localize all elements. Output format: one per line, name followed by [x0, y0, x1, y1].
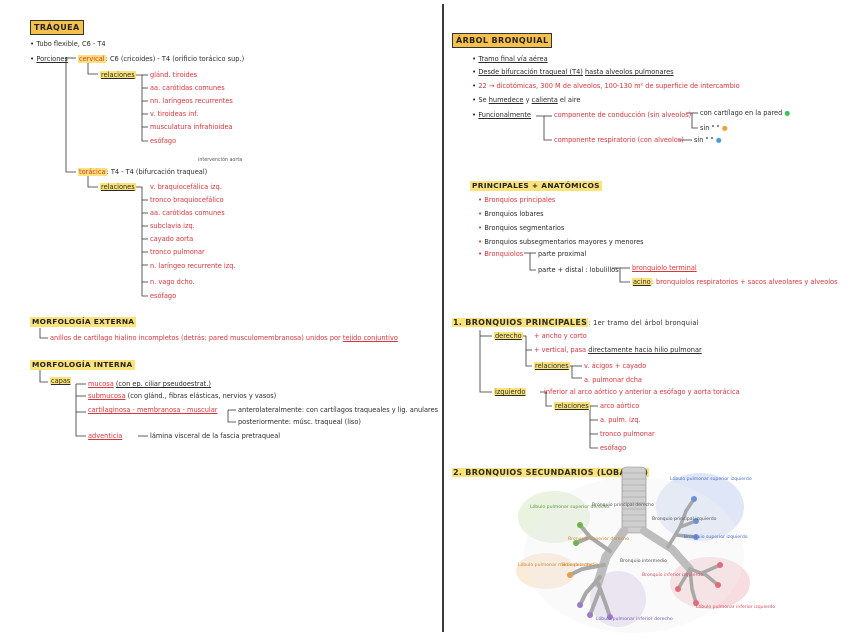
derecho-b: + vertical, pasa directamente hacia hili… — [534, 346, 702, 354]
bronchial-tree-figure: Lóbulo pulmonar superior izquierdo Lóbul… — [510, 465, 775, 635]
toracica-rel-item: tronco pulmonar — [150, 248, 205, 256]
mucosa-line: mucosa (con ep. ciliar pseudoestrat.) — [88, 380, 211, 388]
label-bp-izq: Bronquio principal izquierdo — [652, 517, 717, 522]
cervical-rel-item: nn. laríngeos recurrentes — [150, 97, 233, 105]
porciones-label: • Porciones — [30, 55, 68, 63]
trachea-bullet-flexible: • Tubo flexible, C6 - T4 — [30, 40, 106, 48]
toracica-line: torácica: T4 - T4 (bifurcación traqueal) — [78, 168, 208, 176]
arbol-bullet-3: • 22 → dicotómicas, 300 M de alveolos, 1… — [472, 82, 740, 90]
principales-anatomicos-title: PRINCIPALES + ANATÓMICOS — [470, 181, 602, 191]
bronquios-secundarios-title: 2. BRONQUIOS SECUNDARIOS (LOBARES) — [452, 468, 650, 477]
capas-label: capas — [50, 377, 72, 385]
submucosa-line: submucosa (con glánd., fibras elásticas,… — [88, 392, 277, 400]
toracica-rel-item: aa. carótidas comunes — [150, 209, 225, 217]
sin-cartilago-1: sin " " ● — [700, 124, 728, 132]
bronchial-tree-illustration — [516, 466, 750, 633]
arbol-bullet-2: • Desde bifurcación traqueal (T4) hasta … — [472, 68, 674, 76]
derecho-rel-item: v. ácigos + cayado — [584, 362, 647, 370]
derecho-a: + ancho y corto — [534, 332, 587, 340]
label-lobulo-sup-izq: Lóbulo pulmonar superior izquierdo — [670, 477, 752, 482]
con-cartilago: con cartílago en la pared ● — [700, 109, 791, 117]
toracica-rel-item: cayado aorta — [150, 235, 194, 243]
principales-item: • Bronquios principales — [478, 196, 556, 204]
toracica-relaciones-label: relaciones — [100, 183, 136, 191]
componente-respiratorio: componente respiratorio (con alveolos) — [554, 136, 684, 144]
label-lobulo-inf-izq: Lóbulo pulmonar inferior izquierdo — [696, 605, 776, 610]
bronquios-principales-title: 1. BRONQUIOS PRINCIPALES: 1er tramo del … — [452, 318, 699, 327]
toracica-rel-item: esófago — [150, 292, 177, 300]
column-divider — [442, 4, 444, 632]
cervical-rel-item: aa. carótidas comunes — [150, 84, 225, 92]
cervical-rel-item: musculatura infrahioidea — [150, 123, 233, 131]
label-lobulo-sup-der: Lóbulo pulmonar superior derecho — [530, 505, 610, 510]
cervical-line: cervical: C6 (cricoides) - T4 (orificio … — [78, 55, 245, 63]
adventicia-text: lámina visceral de la fascia pretraqueal — [150, 432, 281, 440]
toracica-rel-item: n. vago dcho. — [150, 278, 195, 286]
izquierdo-label: izquierdo — [494, 388, 527, 396]
izquierdo-rel-item: esófago — [600, 444, 627, 452]
label-bint: Bronquio intermedio — [620, 559, 667, 564]
arbol-bronquial-title: ÁRBOL BRONQUIAL — [452, 33, 553, 48]
morfologia-externa-title: MORFOLOGÍA EXTERNA — [30, 317, 137, 327]
acino-line: acino: bronquiolos respiratorios + sacos… — [632, 278, 838, 286]
morfologia-externa-text: anillos de cartílago hialino incompletos… — [50, 334, 398, 342]
cervical-relaciones-label: relaciones — [100, 71, 136, 79]
label-binf-izq: Bronquio inferior izquierdo — [642, 573, 704, 578]
toracica-rel-item: v. braquiocefálica izq. — [150, 183, 222, 191]
morfologia-interna-title: MORFOLOGÍA INTERNA — [30, 360, 135, 370]
parte-distal: parte + distal : lobulillos — [538, 266, 619, 274]
principales-item: • Bronquios segmentarios — [478, 224, 565, 232]
cartilaginosa-line: cartilaginosa - membranosa - muscular — [88, 406, 218, 414]
cartilaginosa-anterolateral: anterolateralmente: con cartílagos traqu… — [238, 406, 439, 414]
label-lobulo-inf-der: Lóbulo pulmonar inferior derecho — [596, 617, 673, 622]
sin-cartilago-2: sin " " ● — [694, 136, 722, 144]
bronquiolo-terminal: bronquiolo terminal — [632, 264, 697, 272]
label-bsup-der: Bronquio superior derecho — [568, 537, 630, 542]
cartilaginosa-posterior: posteriormente: músc. traqueal (liso) — [238, 418, 361, 426]
label-bp-der: Bronquio principal derecho — [592, 503, 654, 508]
trachea-title: TRÁQUEA — [30, 20, 84, 35]
derecho-relaciones-label: relaciones — [534, 362, 570, 370]
izquierdo-rel-item: arco aórtico — [600, 402, 640, 410]
toracica-rel-item: tronco braquiocefálico — [150, 196, 224, 204]
label-bsup-izq: Bronquio superior izquierdo — [684, 535, 748, 540]
label-bmedio: Bronquio medio — [562, 563, 599, 568]
arbol-bullet-1: • Tramo final vía aérea — [472, 55, 548, 63]
principales-item: • Bronquios subsegmentarios mayores y me… — [478, 238, 644, 246]
principales-item: • Bronquios lobares — [478, 210, 544, 218]
componente-conduccion: componente de conducción (sin alveolos) — [554, 111, 692, 119]
toracica-rel-item: subclavia izq. — [150, 222, 195, 230]
parte-proximal: parte proximal — [538, 250, 587, 258]
bronquiolos-label: • Bronquiolos — [478, 250, 524, 258]
cervical-rel-item: v. tiroideas inf. — [150, 110, 199, 118]
toracica-rel-item: n. laríngeo recurrente izq. — [150, 262, 236, 270]
toracica-note: intervención aorta — [198, 158, 243, 163]
funcionalmente-label: • Funcionalmente — [472, 111, 531, 119]
derecho-rel-item: a. pulmonar dcha — [584, 376, 642, 384]
label-lobulo-med-der: Lóbulo pulmonar medio derecho — [518, 563, 593, 568]
izquierdo-text: inferior al arco aórtico y anterior a es… — [544, 388, 740, 396]
derecho-label: derecho — [494, 332, 523, 340]
izquierdo-rel-item: a. pulm. izq. — [600, 416, 641, 424]
cervical-rel-item: esófago — [150, 137, 177, 145]
cervical-rel-item: glánd. tiroides — [150, 71, 198, 79]
arbol-bullet-4: • Se humedece y calienta el aire — [472, 96, 581, 104]
izquierdo-relaciones-label: relaciones — [554, 402, 590, 410]
adventicia-line: adventicia — [88, 432, 123, 440]
izquierdo-rel-item: tronco pulmonar — [600, 430, 655, 438]
